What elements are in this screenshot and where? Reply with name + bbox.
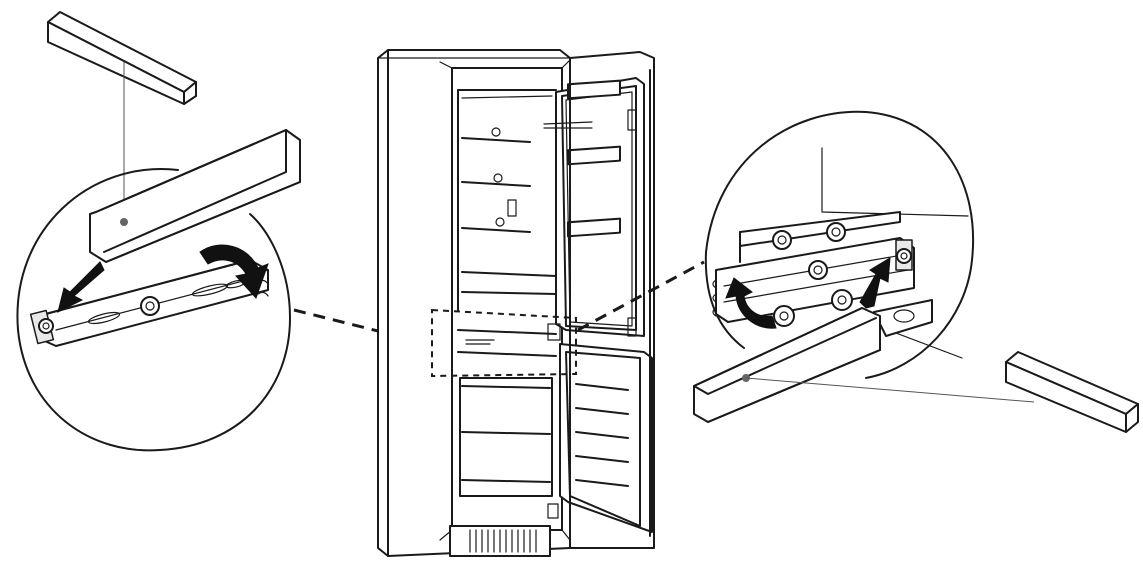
left-attach-point (120, 218, 128, 226)
left-cover-strip (47, 11, 197, 105)
right-arrow-curve-icon (725, 277, 777, 329)
right-detail-circle (693, 110, 974, 423)
fridge-freezer (377, 49, 655, 557)
left-arrow-down-icon (57, 261, 105, 313)
right-arrow-up-icon (859, 257, 891, 309)
left-dashed-connector (293, 308, 431, 346)
left-arrow-curve-icon (199, 244, 269, 299)
right-screw-icon (808, 260, 828, 280)
highlight-box (431, 308, 577, 378)
right-cover-strip (1005, 351, 1139, 433)
right-leader-line (745, 377, 1035, 403)
left-detail-circle (16, 129, 301, 452)
left-screw-icon (140, 296, 160, 316)
right-dashed-connector (577, 260, 705, 332)
